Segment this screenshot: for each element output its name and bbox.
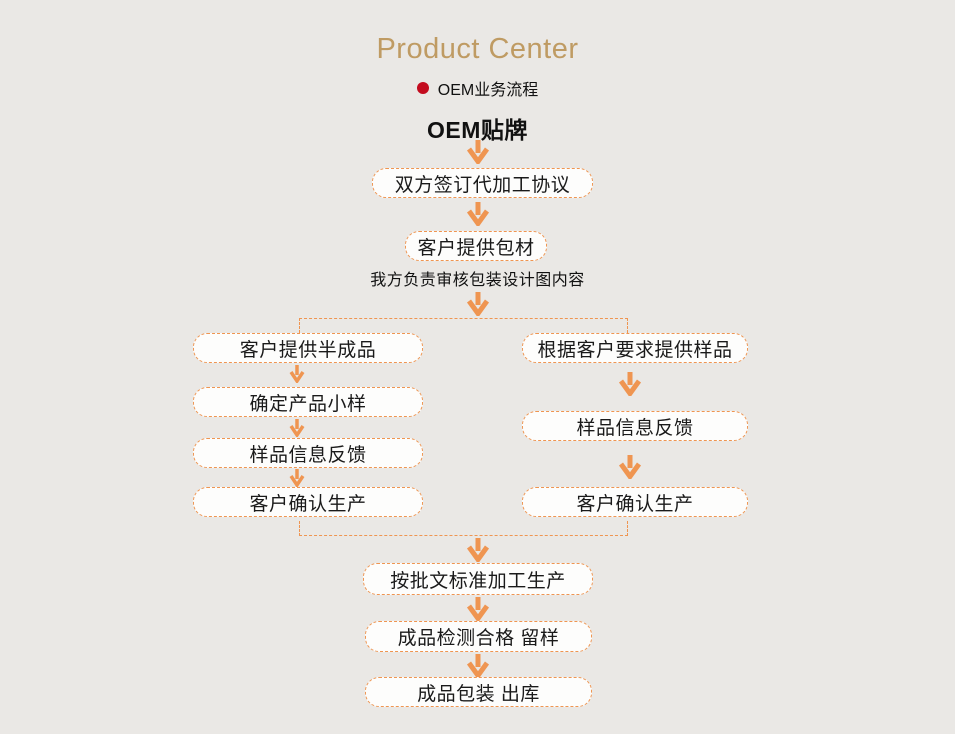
- flow-node-right-2: 样品信息反馈: [522, 411, 748, 441]
- flow-node-right-3: 客户确认生产: [522, 487, 748, 517]
- flow-node-packaging: 客户提供包材: [405, 231, 547, 261]
- flow-node-final-1: 按批文标准加工生产: [363, 563, 593, 595]
- flow-node-final-2: 成品检测合格 留样: [365, 621, 592, 652]
- arrow-down-icon: [466, 140, 490, 166]
- flow-node-agreement: 双方签订代加工协议: [372, 168, 593, 198]
- arrow-down-icon: [289, 365, 305, 385]
- branch-split-connector: [299, 318, 628, 333]
- section-heading-label: OEM业务流程: [437, 82, 539, 99]
- arrow-down-icon: [618, 455, 642, 481]
- arrow-down-icon: [466, 654, 490, 680]
- flow-node-left-1: 客户提供半成品: [193, 333, 423, 363]
- flow-node-left-2: 确定产品小样: [193, 387, 423, 417]
- arrow-down-icon: [289, 419, 305, 439]
- arrow-down-icon: [466, 538, 490, 564]
- arrow-down-icon: [466, 597, 490, 623]
- arrow-down-icon: [618, 372, 642, 398]
- flow-note-packaging: 我方负责审核包装设计图内容: [370, 272, 585, 289]
- flow-node-right-1: 根据客户要求提供样品: [522, 333, 748, 363]
- flow-root-label: OEM贴牌: [427, 117, 528, 143]
- red-dot-icon: [416, 82, 429, 94]
- section-heading: OEM业务流程: [0, 76, 955, 100]
- flow-node-final-3: 成品包装 出库: [365, 677, 592, 707]
- arrow-down-icon: [466, 202, 490, 228]
- arrow-down-icon: [289, 469, 305, 489]
- branch-merge-connector: [299, 521, 628, 536]
- page-title: Product Center: [376, 33, 579, 65]
- arrow-down-icon: [466, 292, 490, 318]
- flow-node-left-3: 样品信息反馈: [193, 438, 423, 468]
- flow-node-left-4: 客户确认生产: [193, 487, 423, 517]
